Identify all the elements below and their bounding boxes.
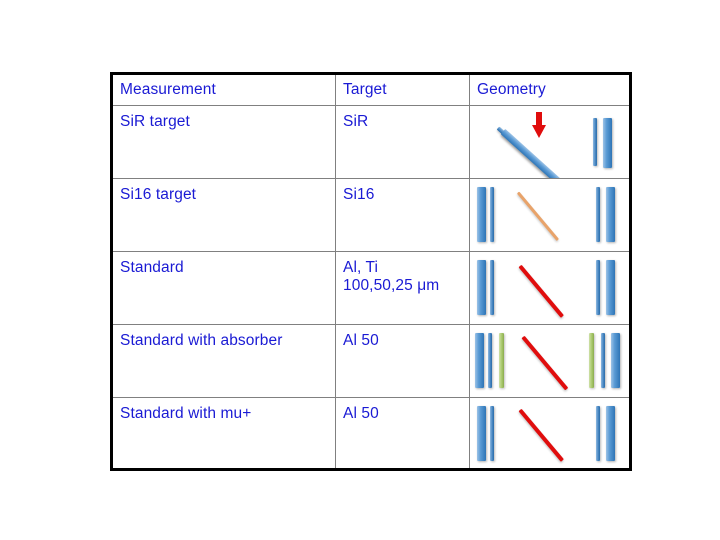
table-row: Standard with mu+ Al 50 <box>110 397 632 471</box>
cell-measurement: Si16 target <box>110 178 336 252</box>
geometry-diagram-standard-with-absorber <box>470 325 629 397</box>
blue-bar-wide-right <box>603 118 612 168</box>
cell-geometry <box>469 251 632 325</box>
blue-bar-wide-left <box>477 406 486 461</box>
cell-geometry <box>469 178 632 252</box>
measurement-label: Si16 target <box>120 186 197 203</box>
target-label: Al 50 <box>343 332 379 349</box>
cell-measurement: Standard with mu+ <box>110 397 336 471</box>
red-diagonal-target <box>521 335 569 391</box>
cell-target: Al 50 <box>335 324 470 398</box>
target-label: SiR <box>343 113 369 130</box>
blue-bar-wide-left <box>475 333 484 388</box>
blue-bar-thin-right <box>596 406 600 461</box>
cell-target: Si16 <box>335 178 470 252</box>
column-header-measurement-label: Measurement <box>120 81 216 98</box>
geometry-diagram-sir-target <box>470 106 629 178</box>
blue-bar-wide-right <box>606 260 615 315</box>
arrow-head <box>532 125 546 138</box>
cell-geometry <box>469 105 632 179</box>
green-absorber-bar-right <box>589 333 594 388</box>
cell-geometry <box>469 324 632 398</box>
table-row: SiR target SiR <box>110 105 632 179</box>
geometry-diagram-standard-with-mu-plus <box>470 398 629 468</box>
cell-target: Al, Ti 100,50,25 μm <box>335 251 470 325</box>
blue-bar-thin-left <box>490 187 494 242</box>
blue-bar-thin-left <box>490 260 494 315</box>
cell-measurement: Standard with absorber <box>110 324 336 398</box>
column-header-target-label: Target <box>343 81 387 98</box>
geometry-diagram-si16-target <box>470 179 629 251</box>
measurement-label: Standard with mu+ <box>120 405 252 422</box>
table-row: Standard Al, Ti 100,50,25 μm <box>110 251 632 325</box>
measurement-geometry-table: Measurement Target Geometry SiR target S… <box>110 72 632 471</box>
table-row: Standard with absorber Al 50 <box>110 324 632 398</box>
column-header-target: Target <box>335 72 470 106</box>
cell-geometry <box>469 397 632 471</box>
blue-bar-wide-right <box>606 187 615 242</box>
blue-bar-thin-right <box>596 260 600 315</box>
blue-bar-wide-right <box>611 333 620 388</box>
column-header-geometry-label: Geometry <box>477 81 546 98</box>
blue-bar-thin-right <box>593 118 597 166</box>
column-header-geometry: Geometry <box>469 72 632 106</box>
cell-measurement: SiR target <box>110 105 336 179</box>
red-down-arrow-icon <box>532 112 546 138</box>
measurement-label: Standard with absorber <box>120 332 283 349</box>
cell-target: Al 50 <box>335 397 470 471</box>
target-label: Si16 <box>343 186 375 203</box>
blue-bar-thin-left <box>488 333 492 388</box>
blue-bar-wide-right <box>606 406 615 461</box>
target-label: Al 50 <box>343 405 379 422</box>
blue-bar-thin-right <box>596 187 600 242</box>
measurement-label: SiR target <box>120 113 190 130</box>
blue-bar-thin-right <box>601 333 605 388</box>
red-diagonal-target <box>518 408 564 462</box>
green-absorber-bar-left <box>499 333 504 388</box>
column-header-measurement: Measurement <box>110 72 336 106</box>
target-label: Al, Ti 100,50,25 μm <box>343 259 440 295</box>
blue-bar-wide-left <box>477 187 486 242</box>
measurement-label: Standard <box>120 259 184 276</box>
orange-diagonal-target <box>516 191 560 241</box>
cell-measurement: Standard <box>110 251 336 325</box>
red-diagonal-target <box>518 264 564 318</box>
blue-bar-wide-left <box>477 260 486 315</box>
table-row: Si16 target Si16 <box>110 178 632 252</box>
blue-bar-thin-left <box>490 406 494 461</box>
arrow-shaft <box>536 112 542 126</box>
table-header-row: Measurement Target Geometry <box>110 72 632 106</box>
cell-target: SiR <box>335 105 470 179</box>
geometry-diagram-standard <box>470 252 629 324</box>
